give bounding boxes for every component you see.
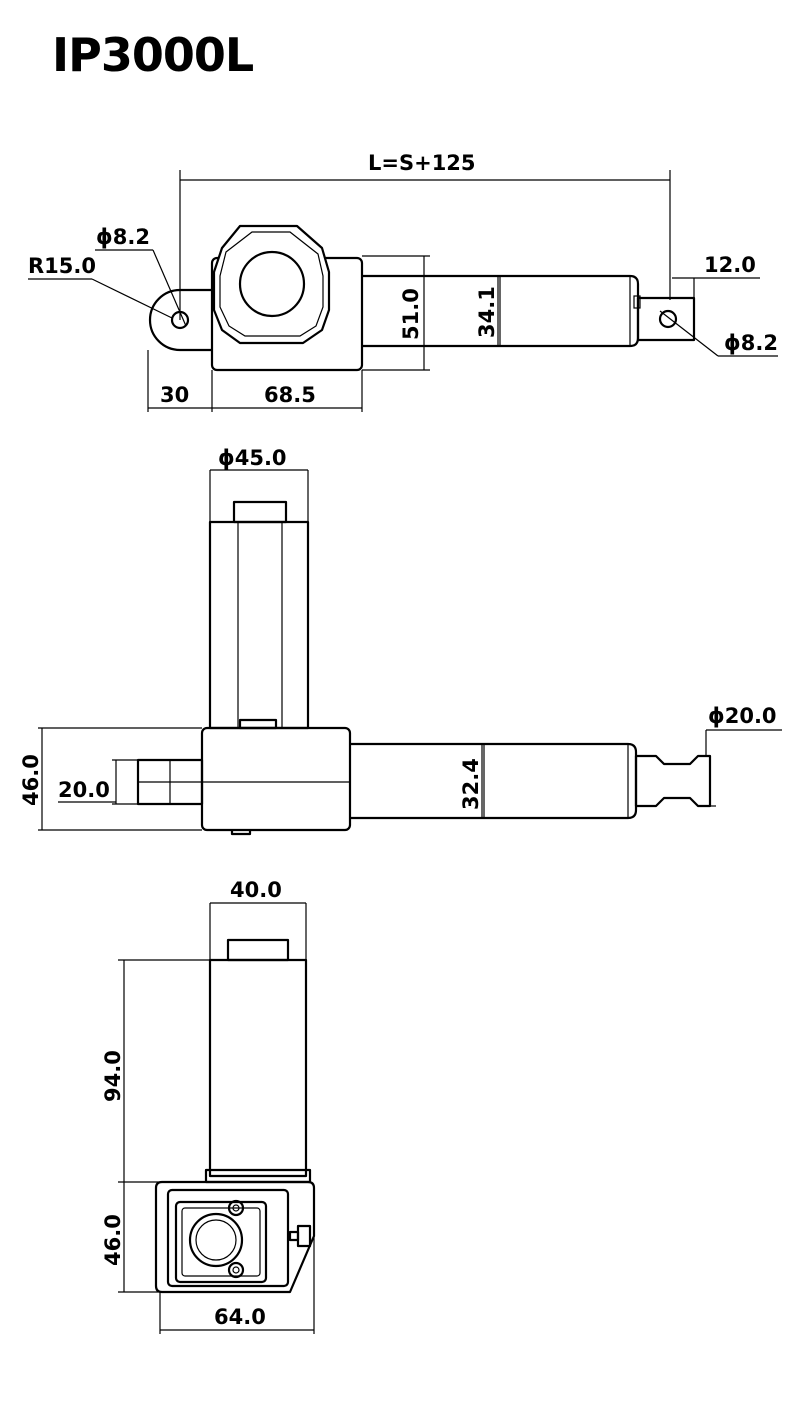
- tube-diameter: 32.4: [459, 758, 483, 810]
- front-rod-end: [636, 296, 696, 342]
- side-view: L=S+125 ϕ8.2 R15.0 12.0 ϕ8.2 51.0 34.1 3…: [28, 151, 778, 412]
- clevis-offset: 12.0: [704, 253, 756, 277]
- motor-length: 94.0: [101, 1050, 125, 1102]
- top-view: ϕ45.0 ϕ20.0 46.0 20.0 32.4: [19, 446, 782, 836]
- end-motor-cap: [226, 938, 290, 962]
- tube-height: 34.1: [475, 286, 499, 338]
- front-hole-diameter: ϕ8.2: [724, 331, 778, 355]
- top-housing: [200, 726, 352, 832]
- end-screw-bottom: [227, 1261, 245, 1279]
- motor-shaft-circle: [238, 250, 306, 318]
- motor-diameter: ϕ45.0: [218, 446, 287, 470]
- length-formula: L=S+125: [368, 151, 476, 175]
- rear-hole-diameter: ϕ8.2: [96, 225, 150, 249]
- motor-cap: [232, 500, 288, 524]
- rear-width: 30: [160, 383, 189, 407]
- drawing-title: IP3000L: [52, 28, 254, 82]
- front-mount-hole: [658, 309, 678, 329]
- end-view: 40.0 94.0 46.0 64.0: [101, 878, 316, 1334]
- motor-width: 40.0: [230, 878, 282, 902]
- top-outer-tube: [350, 742, 638, 820]
- rod-diameter: ϕ20.0: [708, 704, 777, 728]
- rear-clevis-width: 20.0: [58, 778, 110, 802]
- housing-height-end: 46.0: [101, 1214, 125, 1266]
- housing-width-end: 64.0: [214, 1305, 266, 1329]
- motor-end-cap: [212, 224, 331, 345]
- housing-height: 51.0: [399, 288, 423, 340]
- total-width: 46.0: [19, 754, 43, 806]
- top-rod: [634, 754, 712, 808]
- rear-radius: R15.0: [28, 254, 96, 278]
- rear-clevis: [148, 288, 212, 352]
- motor-body: [208, 520, 310, 730]
- end-motor-body: [208, 958, 308, 1178]
- housing-length: 68.5: [264, 383, 316, 407]
- end-screw-top: [227, 1199, 245, 1217]
- end-shaft-circle: [188, 1212, 244, 1268]
- end-housing: [154, 1180, 316, 1294]
